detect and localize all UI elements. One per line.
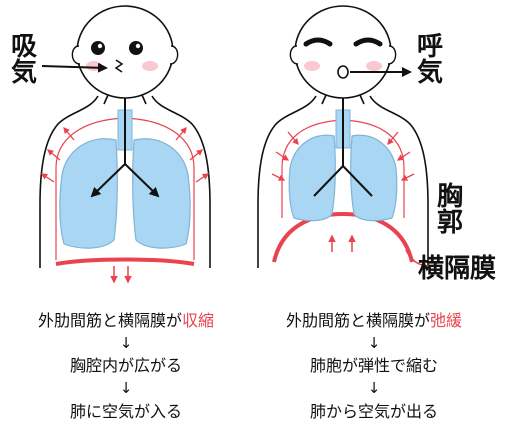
exhale-airway-right	[342, 165, 373, 197]
inhale-diaphragm	[55, 257, 195, 266]
exhale-arrow-2: ↓	[367, 379, 381, 397]
exhale-head	[294, 5, 392, 99]
exhale-step-1-prefix: 外肋間筋と横隔膜が	[285, 311, 430, 330]
inhale-step-1: 外肋間筋と横隔膜が収縮	[0, 313, 252, 329]
inhale-step-1-accent: 収縮	[182, 311, 215, 330]
inhale-right-lung	[132, 138, 191, 249]
inhale-eye-left	[91, 41, 105, 55]
exhale-ear-right	[387, 45, 397, 65]
exhale-eye-right	[353, 37, 383, 47]
inhale-airway-right	[124, 163, 160, 198]
exhale-mouth	[337, 65, 349, 79]
exhale-step-2: 肺胞が弾性で縮む	[309, 356, 438, 375]
inhale-step-3: 肺に空気が入る	[69, 402, 182, 421]
inhale-cheek-right	[142, 61, 158, 71]
exhale-step-1-accent: 弛緩	[430, 311, 463, 330]
exhale-torso-outline	[257, 95, 317, 268]
exhale-step-1: 外肋間筋と横隔膜が弛緩	[248, 313, 500, 329]
exhale-contraction-arrows	[271, 131, 415, 181]
exhale-airway-left	[313, 165, 344, 197]
exhale-left-lung	[288, 134, 336, 222]
inhale-diaphragm-down-arrows	[110, 266, 132, 284]
inhale-expansion-arrows	[40, 127, 210, 183]
inhale-step-2: 胸腔内が広がる	[69, 356, 182, 375]
inhale-mouth	[114, 59, 124, 73]
inhale-figure	[39, 5, 211, 284]
inhale-arrow-1: ↓	[119, 334, 133, 352]
ribcage-label: 胸郭	[436, 182, 463, 238]
inhale-arrow-2: ↓	[119, 379, 133, 397]
exhale-label: 呼気	[416, 32, 443, 88]
exhale-step-3: 肺から空気が出る	[309, 402, 438, 421]
inhale-label: 吸気	[10, 32, 37, 88]
diaphragm-label: 横隔膜	[418, 254, 497, 284]
exhale-cheek-left	[304, 61, 320, 71]
exhale-neck	[321, 94, 365, 105]
exhale-diaphragm	[272, 211, 414, 263]
inhale-ear-right	[169, 45, 179, 65]
inhale-air-arrow	[41, 62, 108, 73]
exhale-cheek-right	[366, 61, 382, 71]
inhale-eye-right	[129, 41, 143, 55]
exhale-eye-left	[303, 37, 333, 47]
inhale-head	[76, 5, 174, 99]
inhale-ear-left	[71, 45, 81, 65]
exhale-right-lung	[350, 134, 398, 222]
inhale-left-lung	[59, 138, 118, 249]
inhale-step-1-prefix: 外肋間筋と横隔膜が	[37, 311, 182, 330]
exhale-arrow-1: ↓	[367, 334, 381, 352]
exhale-ear-left	[289, 45, 299, 65]
inhale-cheek-left	[86, 61, 102, 71]
exhale-torso-outline-right	[369, 95, 429, 268]
inhale-torso-outline-right	[151, 95, 211, 268]
diaphragm-leader	[405, 249, 431, 267]
exhale-diaphragm-up-arrows	[328, 234, 356, 252]
inhale-torso-outline	[39, 95, 99, 268]
exhale-figure	[257, 5, 431, 268]
inhale-airway-left	[90, 163, 126, 198]
inhale-neck	[103, 94, 147, 105]
